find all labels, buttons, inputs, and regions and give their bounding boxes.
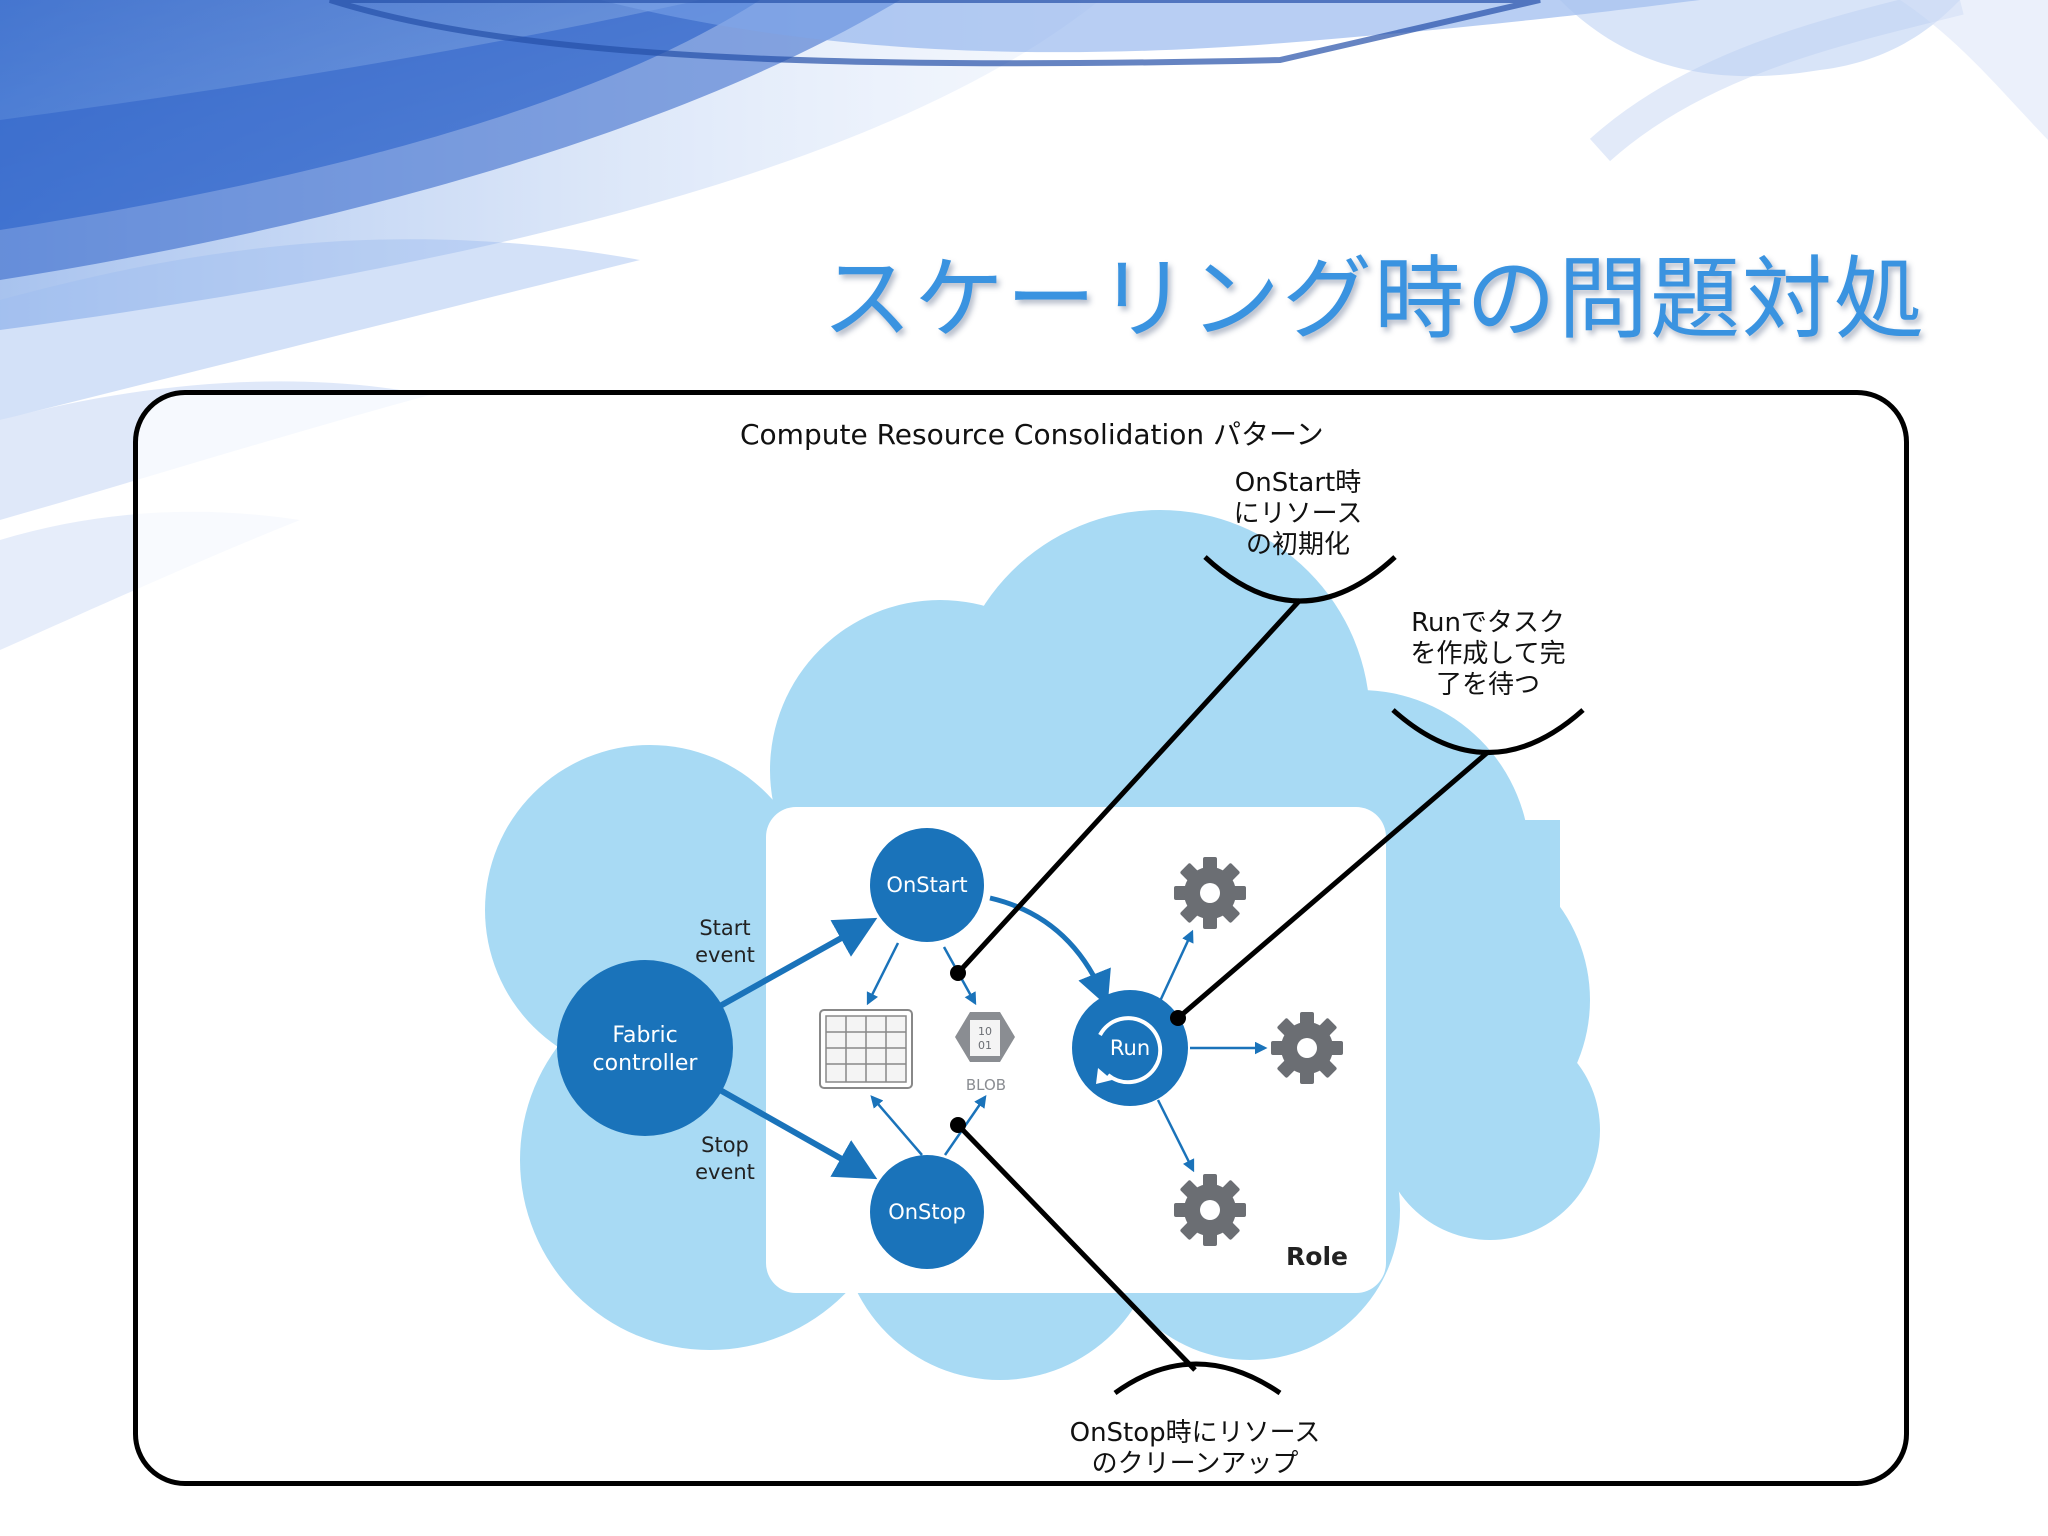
gear-icon-1 (1174, 857, 1246, 929)
gear-icon-2 (1271, 1012, 1343, 1084)
callout-onstart-line-2: にリソース (1233, 499, 1363, 529)
callout-bracket-onstop (1113, 1361, 1282, 1396)
onstart-to-run-arrow (989, 895, 1111, 1007)
onstart-node (870, 828, 984, 942)
run-label: Run (1110, 1036, 1150, 1060)
blob-storage-icon: 10 01 BLOB (955, 1012, 1015, 1094)
fabric-controller-label-1: Fabric (612, 1023, 677, 1048)
table-storage-icon (819, 1009, 913, 1089)
start-event-label-2: event (695, 943, 755, 967)
start-event-arrow (718, 917, 878, 1009)
callout-onstart: OnStart時 にリソース の初期化 (1208, 468, 1388, 561)
callout-line-onstop (956, 1123, 1197, 1372)
blob-label: BLOB (966, 1076, 1006, 1094)
callout-dot-onstart (950, 965, 966, 981)
callout-leaders (956, 555, 1585, 1396)
start-event-label-1: Start (699, 916, 750, 940)
stop-event-label-2: event (695, 1160, 755, 1184)
callout-run-line-2: を作成して完 (1410, 639, 1566, 669)
callout-run: Runでタスク を作成して完 了を待つ (1398, 608, 1578, 701)
blob-bits-top: 10 (978, 1025, 992, 1038)
callout-run-line-1: Runでタスク (1411, 608, 1565, 638)
callout-onstop-line-1: OnStop時にリソース (1069, 1418, 1321, 1448)
slide-title: スケーリング時の問題対処 (822, 247, 1926, 352)
callout-dot-run (1170, 1010, 1186, 1026)
gear-icon-3 (1174, 1174, 1246, 1246)
callout-dot-onstop (950, 1117, 966, 1133)
stop-event-arrow (718, 1087, 878, 1180)
onstop-label: OnStop (888, 1200, 966, 1224)
fabric-controller-label-2: controller (593, 1051, 699, 1076)
fabric-controller-node (557, 960, 733, 1136)
diagram-caption: Compute Resource Consolidation パターン (740, 418, 1324, 451)
stop-event-label-1: Stop (701, 1133, 749, 1157)
callout-onstart-line-3: の初期化 (1245, 530, 1350, 560)
callout-run-line-3: 了を待つ (1435, 670, 1540, 700)
callout-onstart-line-1: OnStart時 (1234, 468, 1362, 498)
blob-bits-bottom: 01 (978, 1039, 992, 1052)
callout-onstop-line-2: のクリーンアップ (1091, 1449, 1299, 1479)
role-label: Role (1286, 1242, 1348, 1271)
onstart-label: OnStart (886, 873, 967, 897)
onstop-node (870, 1155, 984, 1269)
callout-line-onstart (956, 598, 1302, 975)
run-cycle-icon (1098, 1016, 1163, 1085)
run-cycle-arrowhead-icon (1096, 1068, 1112, 1084)
callout-line-run (1176, 750, 1490, 1020)
callout-onstop: OnStop時にリソース のクリーンアップ (1055, 1418, 1335, 1480)
